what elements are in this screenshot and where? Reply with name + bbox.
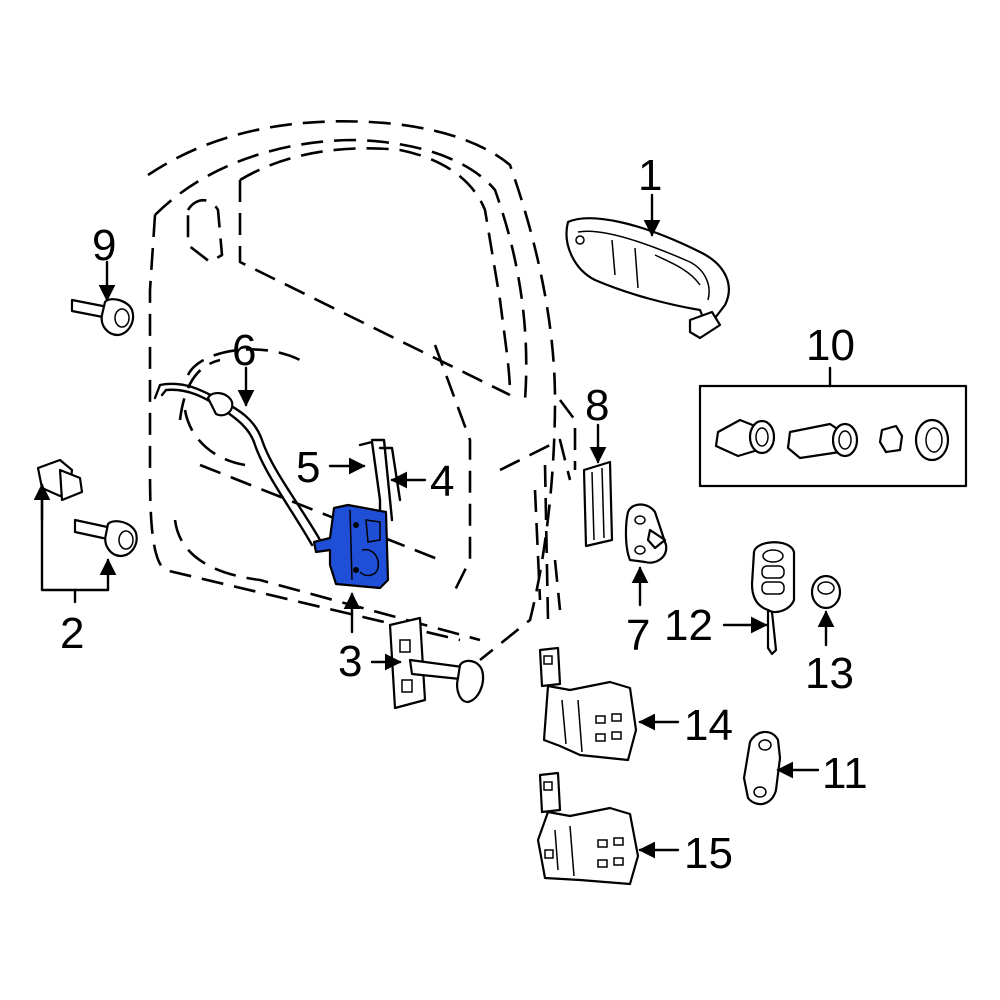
lower-hinge-part-15 (536, 771, 640, 886)
callout-5: 5 (296, 443, 320, 492)
upper-hinge-part-14 (538, 646, 638, 762)
door-check-part (388, 616, 485, 710)
callout-15: 15 (684, 829, 733, 878)
cap-part-13 (810, 574, 842, 610)
callout-12: 12 (664, 601, 713, 650)
callout-11: 11 (822, 749, 868, 798)
lock-kit-part-10 (698, 384, 968, 488)
key-fob-part-12 (750, 541, 796, 656)
bolt-part-9 (70, 298, 135, 337)
callout-6: 6 (232, 326, 256, 375)
callout-9: 9 (92, 221, 116, 270)
door-outline (147, 119, 577, 662)
bracket-part-11 (742, 730, 782, 806)
callout-4: 4 (430, 457, 454, 506)
bolt-part-2 (36, 458, 138, 558)
door-handle-part (565, 217, 730, 340)
door-latch-highlight (312, 503, 390, 590)
callout-10: 10 (806, 321, 855, 370)
callout-2: 2 (60, 609, 84, 658)
striker-part-7 (624, 503, 668, 564)
callout-14: 14 (684, 701, 733, 750)
callout-13: 13 (805, 649, 854, 698)
shim-part-8 (582, 460, 614, 548)
callout-1: 1 (638, 151, 662, 200)
callout-3: 3 (338, 637, 362, 686)
callout-7: 7 (626, 611, 650, 660)
callout-8: 8 (585, 381, 609, 430)
cable-part-6 (153, 382, 322, 547)
